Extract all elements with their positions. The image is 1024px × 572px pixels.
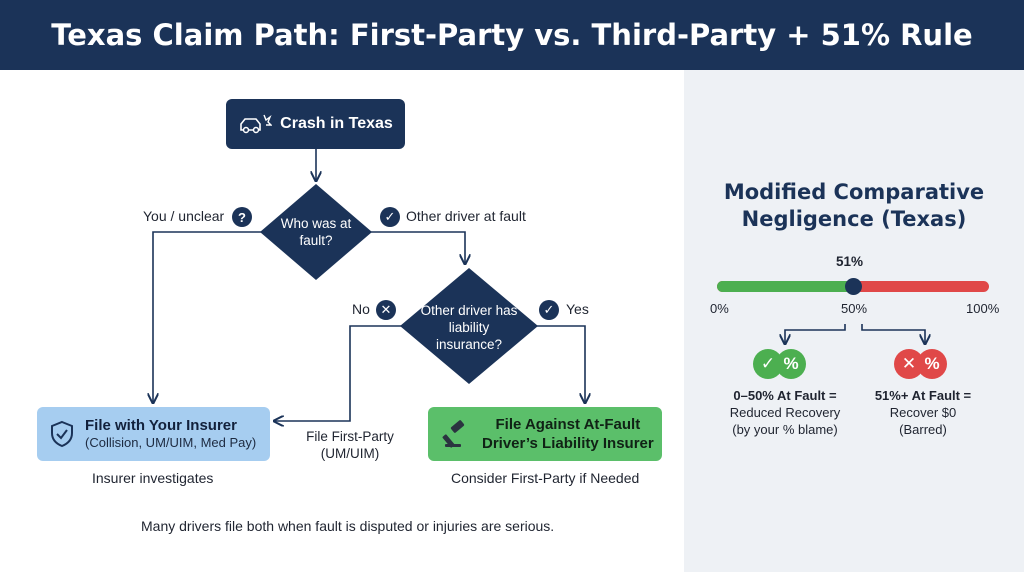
decision-fault-text: Who was at fault?: [280, 216, 352, 248]
outcome-barred-title: 51%+ At Fault =: [874, 388, 972, 403]
gavel-icon: [442, 420, 465, 448]
outcome-reduced: 0–50% At Fault = Reduced Recovery (by yo…: [710, 387, 860, 438]
decision-diamond-insurance: [400, 268, 538, 384]
your-insurer-title: File with Your Insurer: [85, 417, 237, 434]
arrow-q2-no-to-your-insurer: [274, 325, 404, 421]
rule-title-line2: Negligence (Texas): [741, 207, 967, 231]
arrow-scale-to-left-outcome: [785, 324, 846, 344]
outcome-reduced-line2: Reduced Recovery: [729, 405, 841, 420]
percent-icon: %: [917, 349, 947, 379]
outcome-barred-line3: (Barred): [899, 422, 947, 437]
start-label: Crash in Texas: [280, 115, 393, 132]
x-icon: ✕: [376, 300, 396, 320]
arrow-q1-to-q2: [370, 231, 465, 264]
arrow-q1-to-your-insurer: [153, 231, 263, 403]
your-insurer-subtitle: (Collision, UM/UIM, Med Pay): [85, 435, 257, 450]
outcome-barred: 51%+ At Fault = Recover $0 (Barred): [853, 387, 993, 438]
your-insurer-node: File with Your Insurer (Collision, UM/UI…: [37, 407, 270, 461]
outcome-reduced-title: 0–50% At Fault =: [733, 388, 837, 403]
rule-title: Modified Comparative Negligence (Texas): [684, 179, 1024, 233]
fault-scale-safe-zone: [717, 281, 853, 292]
label-other-driver-fault: Other driver at fault: [406, 208, 526, 224]
outcome-barred-line2: Recover $0: [889, 405, 957, 420]
your-insurer-note: Insurer investigates: [92, 470, 214, 486]
at-fault-note: Consider First-Party if Needed: [451, 470, 640, 486]
footer-note: Many drivers file both when fault is dis…: [141, 518, 555, 534]
rule-title-line1: Modified Comparative: [723, 180, 985, 204]
question-icon: ?: [232, 207, 252, 227]
scale-max-label: 100%: [966, 301, 1000, 316]
arrow-scale-to-right-outcome: [861, 324, 925, 344]
decision-diamond-fault: [260, 184, 372, 280]
shield-icon: [51, 420, 73, 448]
car-crash-icon: [240, 114, 273, 134]
first-party-label-line2: (UM/UIM): [320, 446, 380, 461]
first-party-label: File First-Party (UM/UIM): [293, 428, 407, 462]
page-title: Texas Claim Path: First-Party vs. Third-…: [51, 18, 973, 52]
scale-min-label: 0%: [710, 301, 729, 316]
check-icon: ✓: [539, 300, 559, 320]
at-fault-line2: Driver’s Liability Insurer: [482, 435, 654, 452]
rule-panel: [684, 70, 1024, 572]
x-icon: ✕: [894, 349, 924, 379]
arrow-q2-yes-to-atfault: [534, 325, 585, 403]
outcome-reduced-line3: (by your % blame): [732, 422, 838, 437]
start-node: Crash in Texas: [226, 99, 405, 149]
threshold-label: 51%: [836, 254, 864, 269]
decision-insurance-text: Other driver has liability insurance?: [420, 302, 518, 352]
percent-icon: %: [776, 349, 806, 379]
label-yes: Yes: [566, 301, 589, 317]
scale-mid-label: 50%: [841, 301, 868, 316]
first-party-label-line1: File First-Party: [306, 429, 394, 444]
header: Texas Claim Path: First-Party vs. Third-…: [0, 0, 1024, 70]
label-you-unclear: You / unclear: [143, 208, 225, 224]
fault-scale-marker: [844, 278, 862, 295]
label-no: No: [352, 301, 370, 317]
at-fault-insurer-node: File Against At-Fault Driver’s Liability…: [428, 407, 662, 461]
check-icon: ✓: [380, 207, 400, 227]
at-fault-line1: File Against At-Fault: [495, 416, 641, 433]
